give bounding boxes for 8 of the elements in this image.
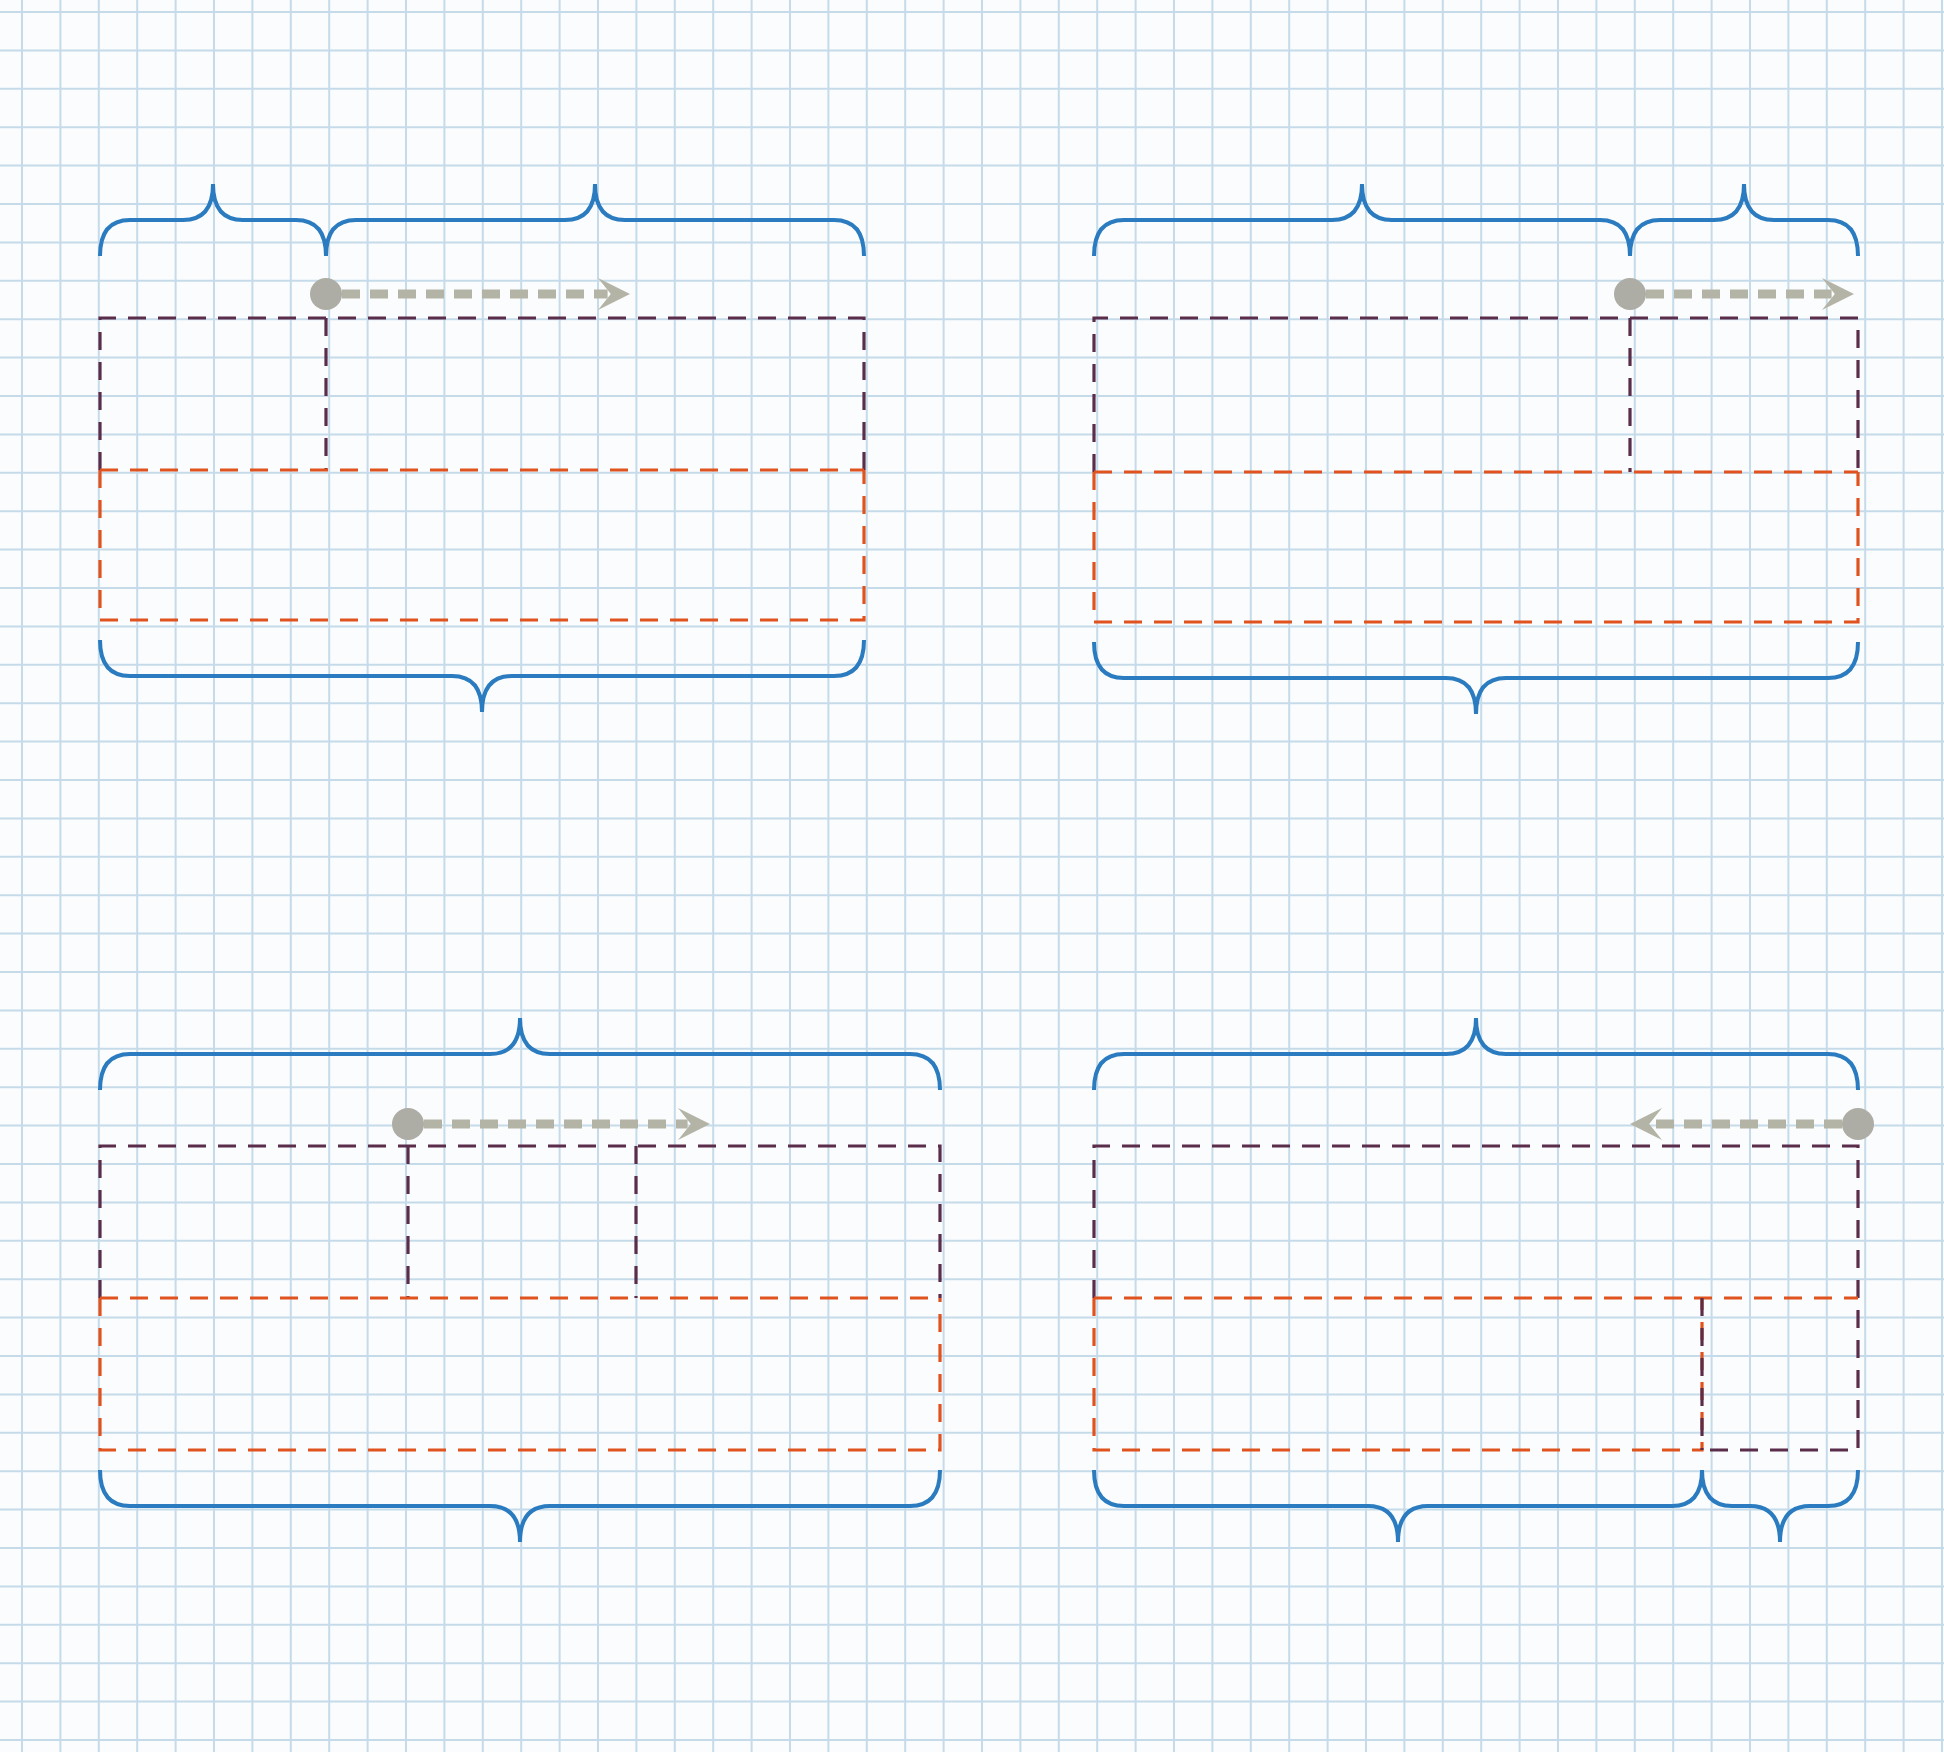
dot — [1842, 1108, 1874, 1140]
arrow — [1646, 278, 1854, 310]
arrow — [424, 1108, 710, 1140]
dot — [392, 1108, 424, 1140]
dot — [310, 278, 342, 310]
dot — [1614, 278, 1646, 310]
arrow — [1630, 1108, 1842, 1140]
arrow — [342, 278, 630, 310]
